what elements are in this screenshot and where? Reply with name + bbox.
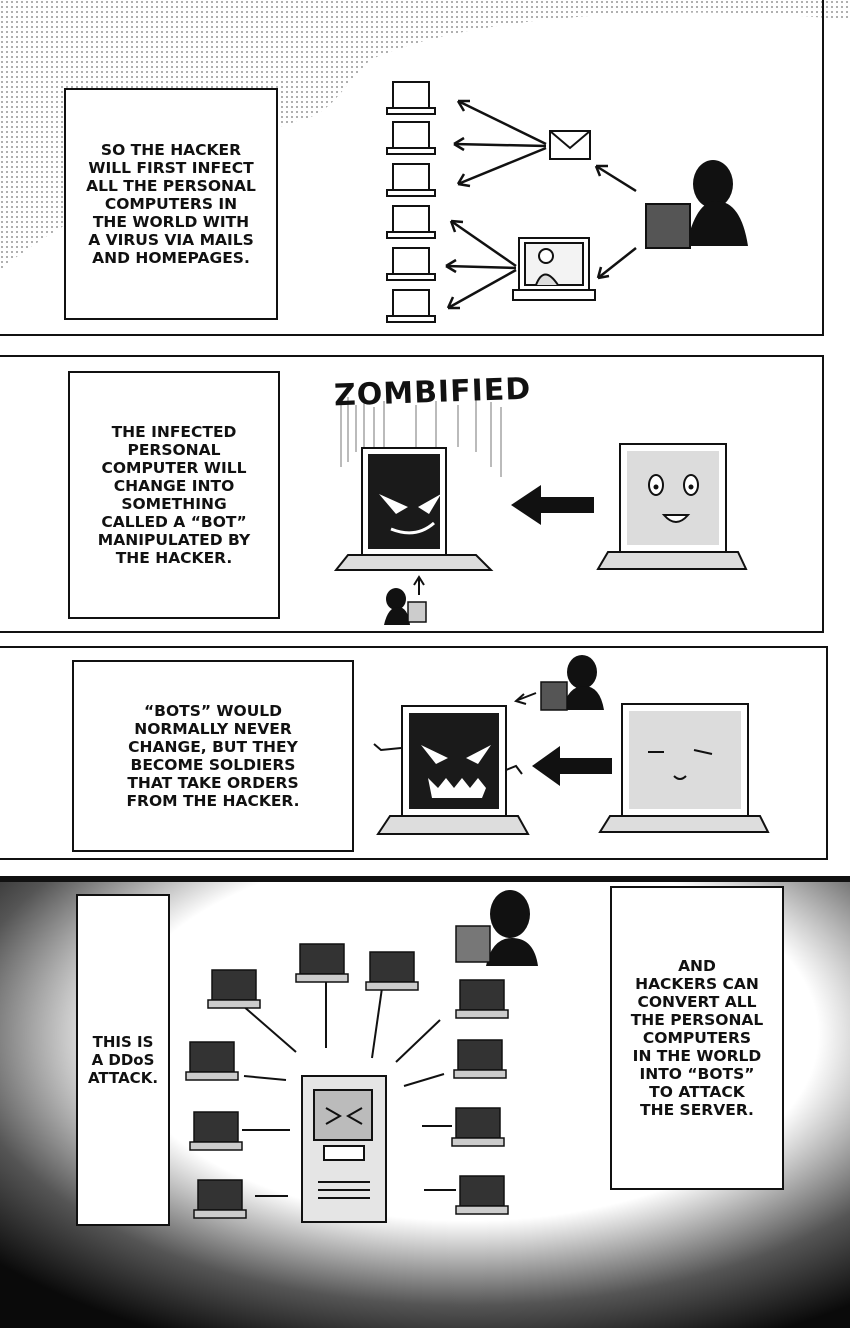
- small-hacker-figure: [384, 575, 427, 625]
- panel-3: “BOTS” WOULD NORMALLY NEVER CHANGE, BUT …: [0, 646, 828, 860]
- panel-2: ZOMBIFIED THE INFECTED PERSONAL COMPUTER…: [0, 355, 824, 633]
- top-screentone-background: [0, 0, 850, 270]
- panel-1-caption: SO THE HACKER WILL FIRST INFECT ALL THE …: [64, 88, 278, 320]
- envelope-icon: [549, 130, 591, 160]
- panel-3-caption: “BOTS” WOULD NORMALLY NEVER CHANGE, BUT …: [72, 660, 354, 852]
- hooded-hacker-figure: [513, 655, 604, 711]
- panel-4: THIS IS A DDoS ATTACK. AND HACKERS CAN C…: [0, 876, 850, 1328]
- evil-laptop-icon: [373, 705, 530, 835]
- normal-laptop-icon: [596, 443, 748, 570]
- zombified-laptop-icon: [333, 447, 494, 571]
- panel-4-right-caption: AND HACKERS CAN CONVERT ALL THE PERSONAL…: [610, 886, 784, 1190]
- hooded-hacker-figure: [455, 890, 538, 966]
- homepage-laptop-icon: [512, 237, 596, 301]
- bot-laptop-icons: [185, 943, 509, 1219]
- server-tower-icon: [301, 1075, 387, 1223]
- panel-2-caption: THE INFECTED PERSONAL COMPUTER WILL CHAN…: [68, 371, 280, 619]
- panel-4-left-caption: THIS IS A DDoS ATTACK.: [76, 894, 170, 1226]
- zombified-sound-effect: ZOMBIFIED: [333, 371, 532, 414]
- laptop-stack-icon: [386, 81, 436, 323]
- hooded-hacker-figure: [645, 160, 748, 249]
- panel-1-art: [386, 81, 748, 323]
- panel-2-art: [333, 397, 748, 625]
- normal-laptop-icon: [598, 703, 770, 833]
- panel-3-art: [373, 655, 770, 835]
- panel-1: SO THE HACKER WILL FIRST INFECT ALL THE …: [0, 0, 824, 336]
